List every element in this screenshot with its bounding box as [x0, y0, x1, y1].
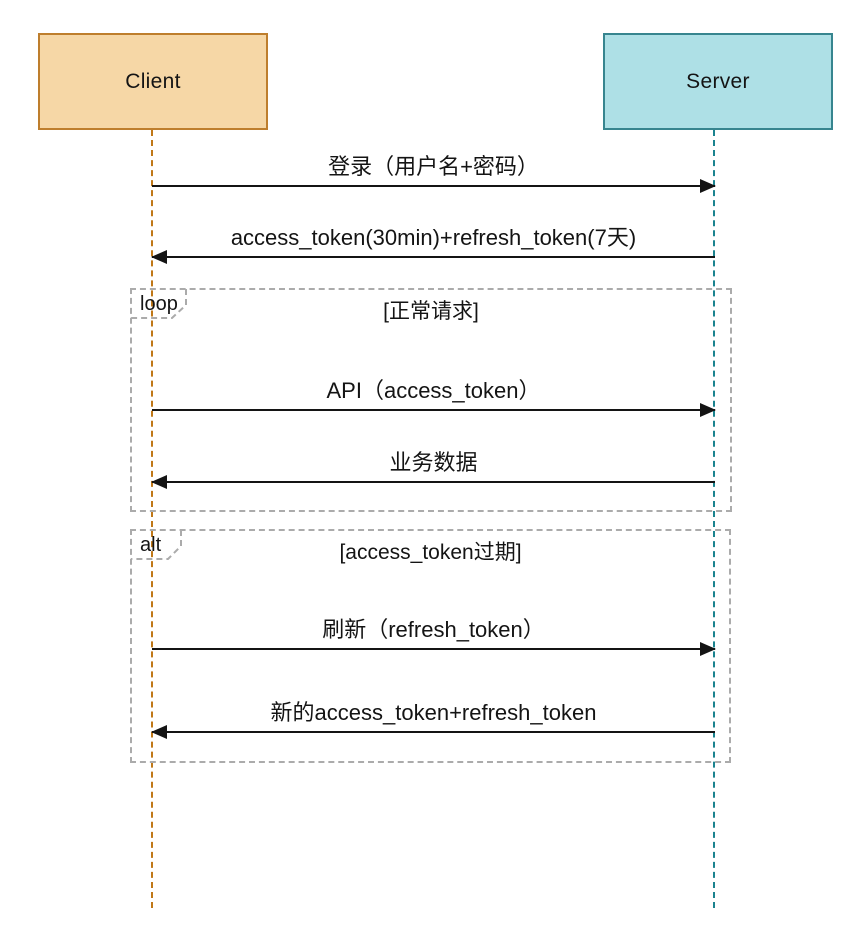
alt-fragment-frame: alt [access_token过期] — [130, 529, 731, 763]
arrowhead-left-icon — [151, 475, 167, 489]
actor-box-client: Client — [38, 33, 268, 130]
message-tokens-returned-label: access_token(30min)+refresh_token(7天) — [230, 225, 637, 250]
message-new-tokens: 新的access_token+refresh_token — [151, 697, 715, 739]
message-login: 登录（用户名+密码） — [152, 151, 716, 193]
loop-condition-label: [正常请求] — [383, 300, 479, 323]
message-tokens-returned-line — [152, 256, 715, 258]
loop-fragment-frame: loop [正常请求] — [130, 288, 732, 512]
loop-operator-label: loop — [140, 293, 178, 315]
server-lifeline — [713, 130, 715, 908]
actor-label-server: Server — [686, 69, 750, 93]
message-business-data-line — [152, 481, 715, 483]
alt-condition-label: [access_token过期] — [339, 541, 522, 564]
message-refresh: 刷新（refresh_token） — [152, 614, 716, 656]
arrowhead-right-icon — [700, 179, 716, 193]
message-business-data: 业务数据 — [151, 447, 715, 489]
actor-box-server: Server — [603, 33, 833, 130]
message-login-line — [152, 185, 715, 187]
alt-operator-label: alt — [140, 534, 162, 556]
message-login-label: 登录（用户名+密码） — [328, 154, 539, 179]
message-business-data-label: 业务数据 — [389, 450, 478, 475]
message-api-call-label: API（access_token） — [326, 378, 541, 403]
alt-label-pentagon — [131, 530, 182, 560]
arrowhead-right-icon — [700, 403, 716, 417]
client-lifeline — [151, 130, 153, 908]
arrowhead-right-icon — [700, 642, 716, 656]
message-refresh-label: 刷新（refresh_token） — [322, 617, 545, 642]
message-new-tokens-label: 新的access_token+refresh_token — [270, 700, 597, 725]
loop-label-pentagon — [131, 289, 187, 319]
message-api-call: API（access_token） — [152, 375, 716, 417]
message-new-tokens-line — [152, 731, 715, 733]
message-refresh-line — [152, 648, 715, 650]
arrowhead-left-icon — [151, 250, 167, 264]
actor-label-client: Client — [125, 69, 181, 93]
message-tokens-returned: access_token(30min)+refresh_token(7天) — [151, 222, 715, 264]
arrowhead-left-icon — [151, 725, 167, 739]
message-api-call-line — [152, 409, 715, 411]
